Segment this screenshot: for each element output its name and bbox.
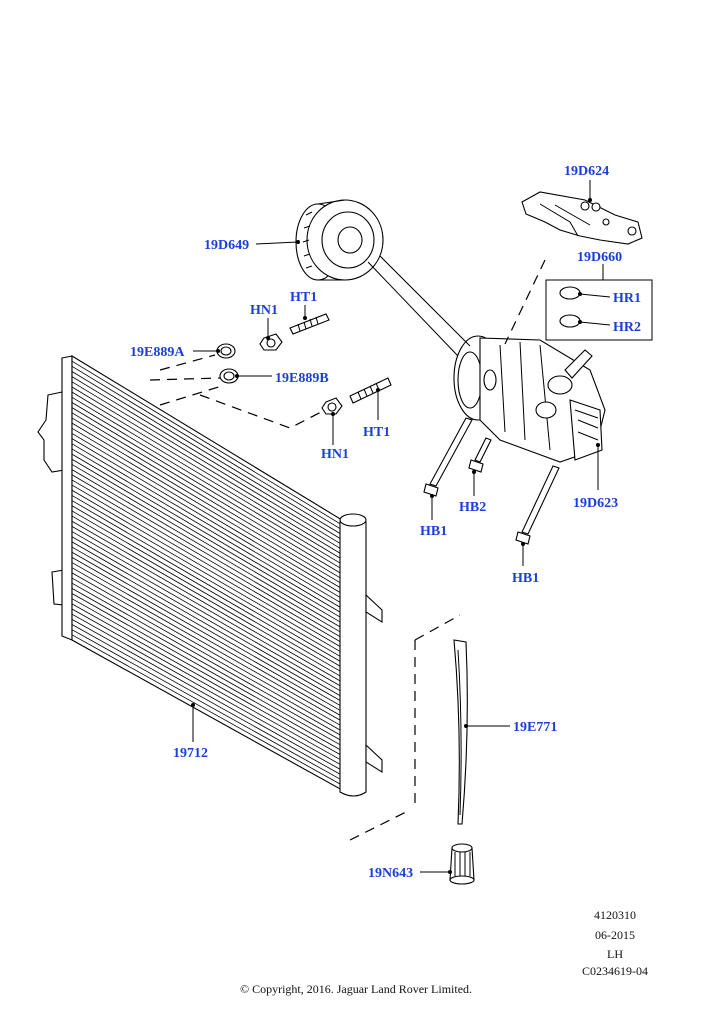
condenser-fin [71, 417, 343, 580]
seal-19E889B [219, 368, 239, 384]
condenser-fin [71, 541, 343, 698]
condenser-fin [71, 608, 343, 761]
condenser-fin [71, 577, 343, 732]
diagram-side: LH [607, 947, 623, 961]
condenser-fin [71, 562, 343, 717]
label-19N643: 19N643 [368, 866, 413, 881]
label-HN1-upper: HN1 [250, 303, 278, 318]
condenser-fin [71, 598, 343, 752]
condenser-fin [71, 500, 343, 658]
label-HR1: HR1 [613, 291, 641, 306]
condenser-fin [71, 551, 343, 707]
nut-HN1-upper [259, 333, 283, 351]
condenser-fin [71, 407, 343, 570]
condenser-fin [71, 495, 343, 653]
condenser-fin [71, 381, 343, 545]
desiccant-19E771 [453, 639, 468, 825]
label-HR2: HR2 [613, 320, 641, 335]
condenser-fin [71, 386, 343, 550]
plug-19N643 [449, 843, 475, 885]
label-19E889A: 19E889A [130, 345, 185, 360]
label-19D660: 19D660 [577, 250, 622, 265]
label-19E771: 19E771 [513, 720, 557, 735]
seal-19E889A [216, 343, 236, 359]
diagram-date: 06-2015 [595, 928, 635, 942]
label-19E889B: 19E889B [275, 371, 329, 386]
condenser-fin [71, 489, 343, 648]
condenser-fin [71, 505, 343, 663]
label-HT1-lower: HT1 [363, 425, 390, 440]
condenser-fin [71, 391, 343, 555]
condenser-fin [71, 443, 343, 604]
stud-HT1-upper [289, 313, 330, 335]
condenser-fin [71, 484, 343, 644]
condenser-fin [71, 603, 343, 756]
label-HT1-upper: HT1 [290, 290, 317, 305]
condenser-fin [71, 526, 343, 683]
compressor-19D623 [453, 335, 606, 463]
condenser-fin [71, 618, 343, 771]
condenser-fin [71, 438, 343, 599]
condenser-fin [71, 422, 343, 585]
bracket-19D624 [521, 191, 643, 245]
condenser-fin [71, 593, 343, 747]
condenser-fin [71, 629, 343, 781]
label-HB1-right: HB1 [512, 571, 539, 586]
stud-HT1-lower [349, 377, 392, 404]
condenser-fin [71, 433, 343, 594]
copyright-notice: © Copyright, 2016. Jaguar Land Rover Lim… [240, 982, 472, 996]
condenser-fin [71, 458, 343, 619]
nut-HN1-lower [321, 397, 343, 415]
condenser-fin [71, 474, 343, 634]
condenser-fin [71, 479, 343, 639]
condenser-fin [71, 412, 343, 575]
label-19D624: 19D624 [564, 164, 609, 179]
condenser-fin [71, 453, 343, 614]
label-HN1-lower: HN1 [321, 447, 349, 462]
condenser-fin [71, 376, 343, 540]
oring-kit-19D660 [545, 279, 653, 341]
condenser-fin [71, 634, 343, 786]
condenser-fin [71, 588, 343, 742]
condenser-fin [71, 371, 343, 536]
condenser-fin [71, 546, 343, 702]
condenser-fin [71, 624, 343, 776]
condenser-fin [71, 396, 343, 560]
clutch-pulley-19D649 [295, 199, 384, 281]
condenser-fin [71, 572, 343, 727]
condenser-fin [71, 567, 343, 722]
bolt-HB1-right [515, 465, 560, 545]
condenser-fin [71, 510, 343, 668]
condenser-fin [71, 360, 343, 526]
condenser-fin [71, 613, 343, 766]
condenser-fin [71, 515, 343, 673]
label-19D649: 19D649 [204, 238, 249, 253]
condenser-fin [71, 582, 343, 737]
condenser-fin [71, 365, 343, 531]
condenser-fin [71, 448, 343, 609]
label-19D623: 19D623 [573, 496, 618, 511]
condenser-fin [71, 520, 343, 678]
assembly-lines [149, 255, 546, 841]
diagram-ref: C0234619-04 [582, 964, 648, 978]
leader-lines [191, 180, 604, 874]
condenser-fin [71, 464, 343, 624]
label-19712: 19712 [173, 746, 208, 761]
label-HB2: HB2 [459, 500, 486, 515]
condenser-19712 [37, 355, 383, 797]
condenser-fin [71, 427, 343, 590]
condenser-fin [71, 536, 343, 693]
diagram-code: 4120310 [594, 908, 636, 922]
condenser-fin [71, 531, 343, 688]
bolt-HB1-left [423, 417, 473, 497]
condenser-fin [71, 402, 343, 565]
condenser-fin [71, 469, 343, 629]
bolt-HB2 [468, 437, 492, 473]
condenser-fin [71, 557, 343, 712]
label-HB1-left: HB1 [420, 524, 447, 539]
